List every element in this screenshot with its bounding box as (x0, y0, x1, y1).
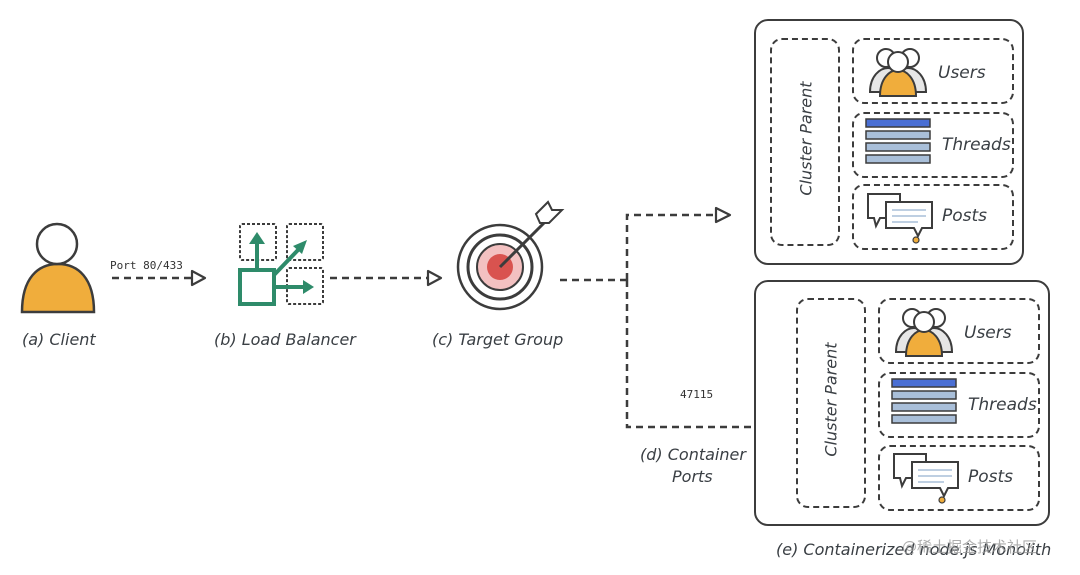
monolith-caption: (e) Containerized node.js Monolith (776, 540, 1052, 559)
arrowhead-target (426, 269, 443, 287)
branch-to-cluster2-line (625, 280, 776, 429)
cluster-parent-box-1 (770, 38, 840, 246)
arrowhead-cluster1 (714, 206, 732, 224)
load-balancer-caption: (b) Load Balancer (214, 330, 356, 349)
container-ports-caption-line1: (d) Container (640, 445, 746, 464)
arrowhead-lb (190, 269, 207, 287)
service-label-posts-2: Posts (968, 467, 1014, 487)
watermark-text: @稀土掘金技术社区 (902, 538, 1038, 556)
service-box-posts-2 (878, 445, 1040, 511)
client-caption: (a) Client (22, 330, 96, 349)
port-80-433-label: Port 80/433 (110, 259, 183, 272)
host-port-label: 47115 (680, 388, 714, 401)
branch-to-cluster1-line (625, 213, 716, 280)
service-label-threads-2: Threads (968, 395, 1037, 415)
service-label-users-1: Users (938, 63, 986, 83)
service-box-threads-1 (852, 112, 1014, 178)
service-box-posts-1 (852, 184, 1014, 250)
service-box-users-2 (878, 298, 1040, 364)
service-label-users-2: Users (964, 323, 1012, 343)
service-box-threads-2 (878, 372, 1040, 438)
target-group-caption: (c) Target Group (432, 330, 564, 349)
service-box-users-1 (852, 38, 1014, 104)
service-label-threads-1: Threads (942, 135, 1011, 155)
cluster-parent-box-2 (796, 298, 866, 508)
service-label-posts-1: Posts (942, 206, 988, 226)
container-ports-caption-line2: Ports (672, 467, 713, 486)
